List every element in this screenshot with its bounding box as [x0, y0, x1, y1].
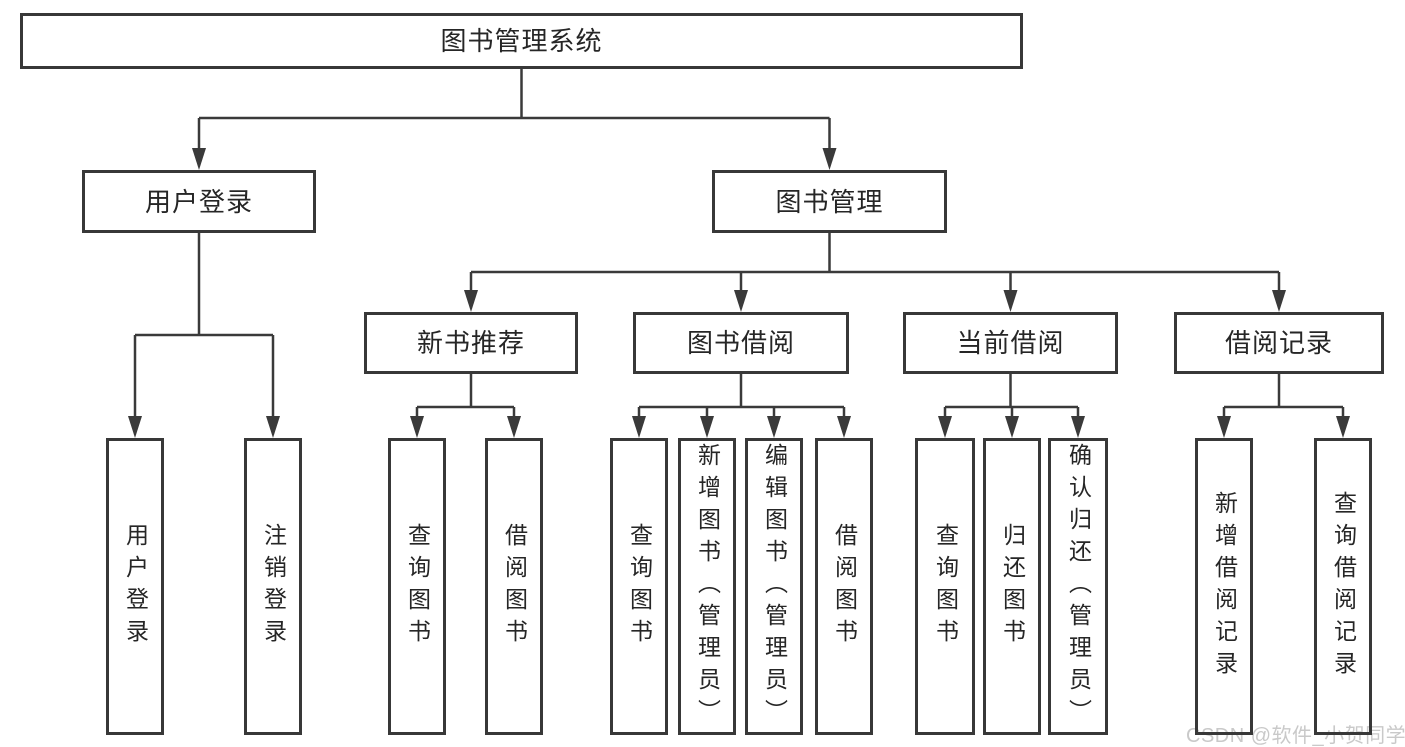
arrowhead-icon	[632, 416, 646, 438]
leaf-label: 归还图书	[999, 522, 1026, 651]
arrowhead-icon	[1336, 416, 1350, 438]
arrowhead-icon	[507, 416, 521, 438]
node-label: 图书借阅	[686, 328, 795, 358]
leaf-label: 借阅图书	[831, 522, 858, 651]
node-current-borrowing: 当前借阅	[903, 312, 1118, 374]
arrowhead-icon	[837, 416, 851, 438]
leaf-borrow-books: 借阅图书	[815, 438, 873, 735]
leaf-label: 注销登录	[260, 522, 287, 651]
node-label: 新书推荐	[416, 328, 525, 358]
csdn-watermark: CSDN @软件_小贺同学	[1186, 725, 1405, 747]
node-label: 借阅记录	[1224, 328, 1333, 358]
node-user-login: 用户登录	[82, 170, 316, 233]
leaf-add-borrow-record: 新增借阅记录	[1195, 438, 1253, 735]
arrowhead-icon	[410, 416, 424, 438]
node-label: 图书管理系统	[440, 26, 603, 56]
leaf-label: 用户登录	[122, 522, 149, 651]
leaf-user-login: 用户登录	[106, 438, 164, 735]
leaf-label: 新增图书（管理员）	[694, 442, 721, 731]
leaf-label: 确认归还（管理员）	[1065, 442, 1092, 731]
node-label: 用户登录	[144, 186, 253, 217]
leaf-query-books-borrow: 查询图书	[610, 438, 668, 735]
leaf-confirm-return-admin: 确认归还（管理员）	[1048, 438, 1108, 735]
leaf-label: 新增借阅记录	[1211, 490, 1238, 683]
node-root-system: 图书管理系统	[20, 13, 1023, 69]
arrowhead-icon	[1272, 290, 1286, 312]
node-new-book-recommendation: 新书推荐	[364, 312, 578, 374]
arrowhead-icon	[700, 416, 714, 438]
leaf-label: 借阅图书	[501, 522, 528, 651]
leaf-label: 查询图书	[404, 522, 431, 651]
node-book-borrowing: 图书借阅	[633, 312, 849, 374]
arrowhead-icon	[767, 416, 781, 438]
leaf-add-book-admin: 新增图书（管理员）	[678, 438, 736, 735]
arrowhead-icon	[192, 148, 206, 170]
node-label: 图书管理	[775, 186, 884, 217]
connector-stems	[135, 69, 1343, 409]
arrowhead-icon	[1071, 416, 1085, 438]
node-book-management: 图书管理	[712, 170, 947, 233]
leaf-return-book: 归还图书	[983, 438, 1041, 735]
leaf-label: 查询图书	[932, 522, 959, 651]
arrowhead-icon	[464, 290, 478, 312]
leaf-query-books-recommend: 查询图书	[388, 438, 446, 735]
node-borrowing-records: 借阅记录	[1174, 312, 1384, 374]
arrowhead-icon	[266, 416, 280, 438]
leaf-logout: 注销登录	[244, 438, 302, 735]
arrowhead-icon	[822, 148, 837, 170]
arrowhead-icon	[1003, 290, 1018, 312]
leaf-label: 查询图书	[626, 522, 653, 651]
leaf-borrow-books-recommend: 借阅图书	[485, 438, 543, 735]
arrowhead-icon	[938, 416, 952, 438]
leaf-query-books-current: 查询图书	[915, 438, 975, 735]
leaf-label: 查询借阅记录	[1330, 490, 1357, 683]
leaf-query-borrow-record: 查询借阅记录	[1314, 438, 1372, 735]
leaf-label: 编辑图书（管理员）	[761, 442, 788, 731]
arrowhead-icon	[128, 416, 142, 438]
arrowhead-icon	[1005, 416, 1019, 438]
leaf-edit-book-admin: 编辑图书（管理员）	[745, 438, 803, 735]
node-label: 当前借阅	[956, 328, 1065, 358]
arrowhead-icon	[1217, 416, 1231, 438]
arrowhead-icon	[734, 290, 748, 312]
